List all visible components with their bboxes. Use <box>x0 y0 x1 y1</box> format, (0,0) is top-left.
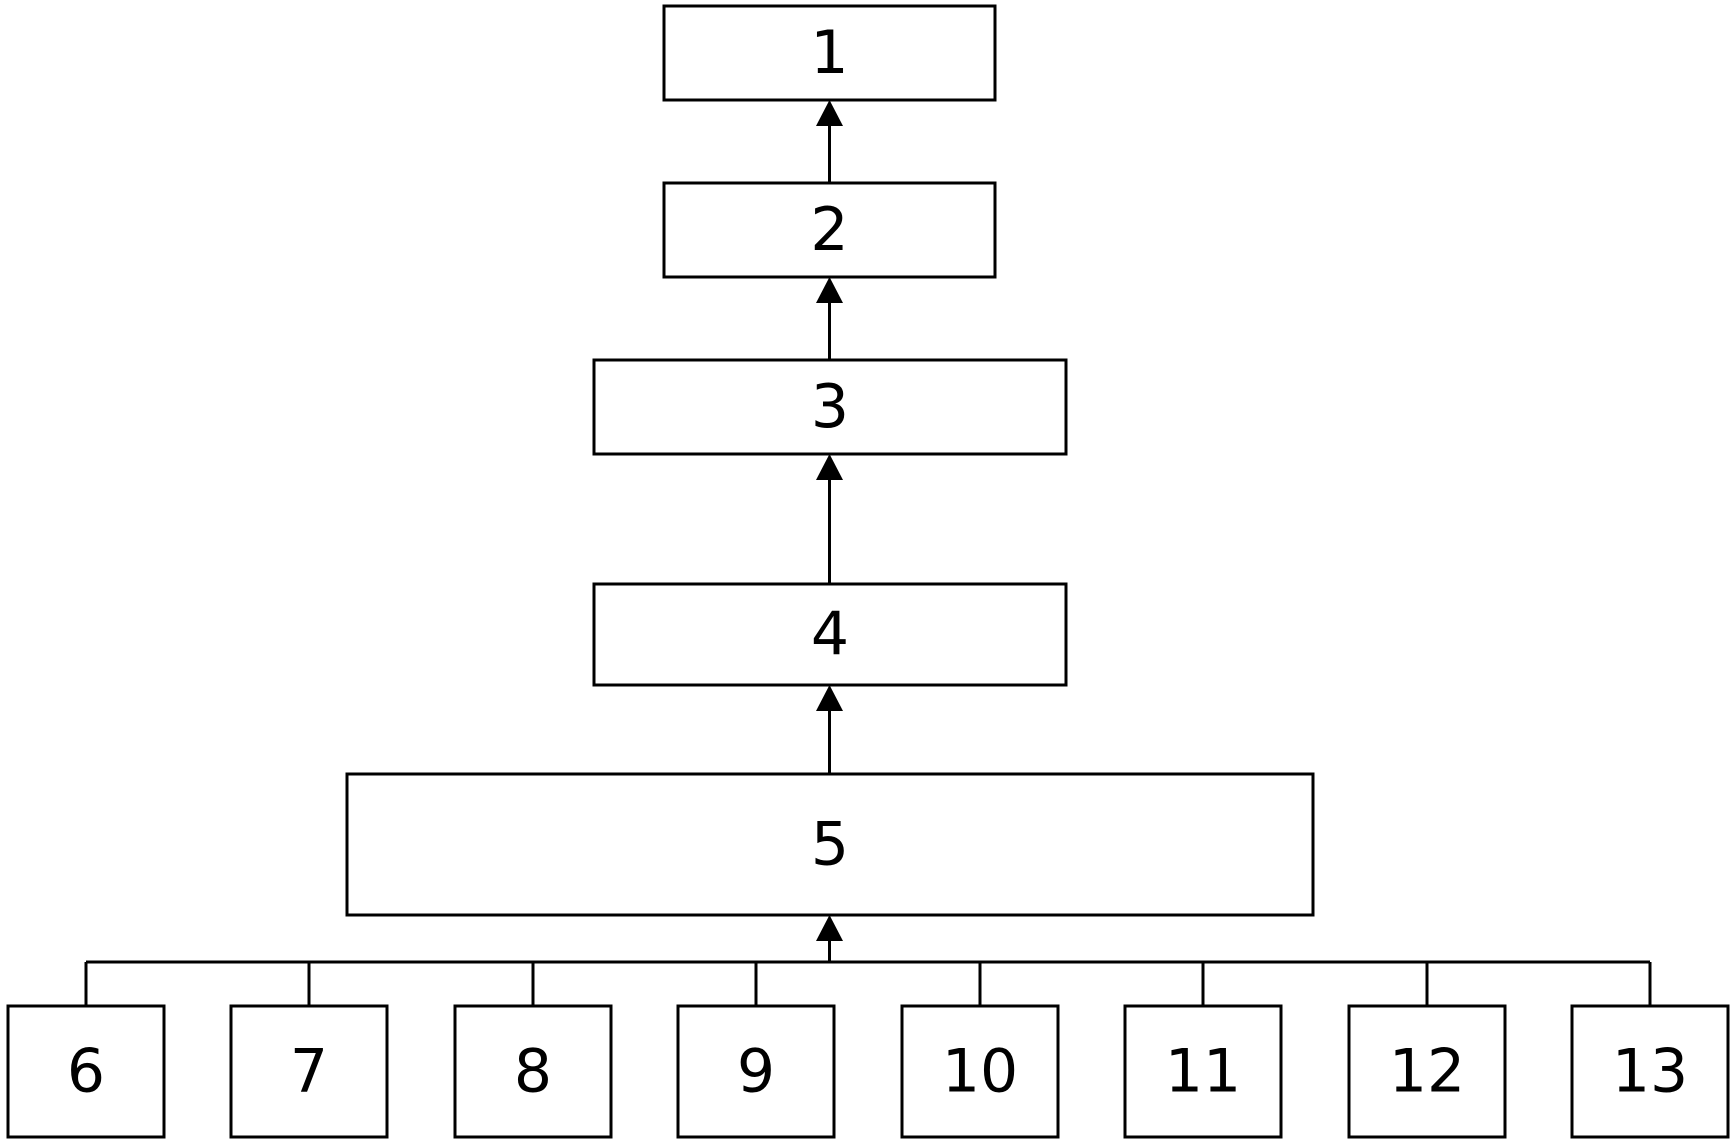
arrowhead-3-to-2 <box>816 277 843 303</box>
block-9-frame <box>676 1004 836 1139</box>
block-5-label: 5 <box>811 810 849 880</box>
arrowhead-4-to-3 <box>816 454 843 480</box>
block-3-label: 3 <box>811 372 849 442</box>
block-6-label: 6 <box>67 1037 105 1107</box>
block-10-label: 10 <box>942 1037 1018 1107</box>
block-12-frame <box>1347 1004 1507 1139</box>
block-5-frame <box>345 772 1315 917</box>
block-9-label: 9 <box>737 1037 775 1107</box>
block-6-frame <box>6 1004 166 1139</box>
block-11-frame <box>1123 1004 1283 1139</box>
block-13: 13 <box>1570 1004 1730 1139</box>
block-7-label: 7 <box>290 1037 328 1107</box>
arrowhead-bus-to-5 <box>816 915 843 941</box>
block-3: 3 <box>592 358 1068 456</box>
block-7: 7 <box>229 1004 389 1139</box>
block-10-frame <box>900 1004 1060 1139</box>
block-12-label: 12 <box>1389 1037 1465 1107</box>
block-1-label: 1 <box>810 18 848 88</box>
block-4: 4 <box>592 582 1068 687</box>
block-1-frame <box>662 4 997 102</box>
block-8-label: 8 <box>514 1037 552 1107</box>
block-11: 11 <box>1123 1004 1283 1139</box>
block-5: 5 <box>345 772 1315 917</box>
block-9: 9 <box>676 1004 836 1139</box>
block-8: 8 <box>453 1004 613 1139</box>
block-6: 6 <box>6 1004 166 1139</box>
block-7-frame <box>229 1004 389 1139</box>
block-10: 10 <box>900 1004 1060 1139</box>
block-8-frame <box>453 1004 613 1139</box>
block-2: 2 <box>662 181 997 279</box>
block-11-label: 11 <box>1165 1037 1241 1107</box>
block-4-frame <box>592 582 1068 687</box>
block-2-frame <box>662 181 997 279</box>
block-4-label: 4 <box>811 600 849 670</box>
block-13-label: 13 <box>1612 1037 1688 1107</box>
arrowhead-5-to-4 <box>816 685 843 711</box>
arrowhead-2-to-1 <box>816 100 843 126</box>
block-2-label: 2 <box>810 195 848 265</box>
block-13-frame <box>1570 1004 1730 1139</box>
block-12: 12 <box>1347 1004 1507 1139</box>
block-1: 1 <box>662 4 997 102</box>
